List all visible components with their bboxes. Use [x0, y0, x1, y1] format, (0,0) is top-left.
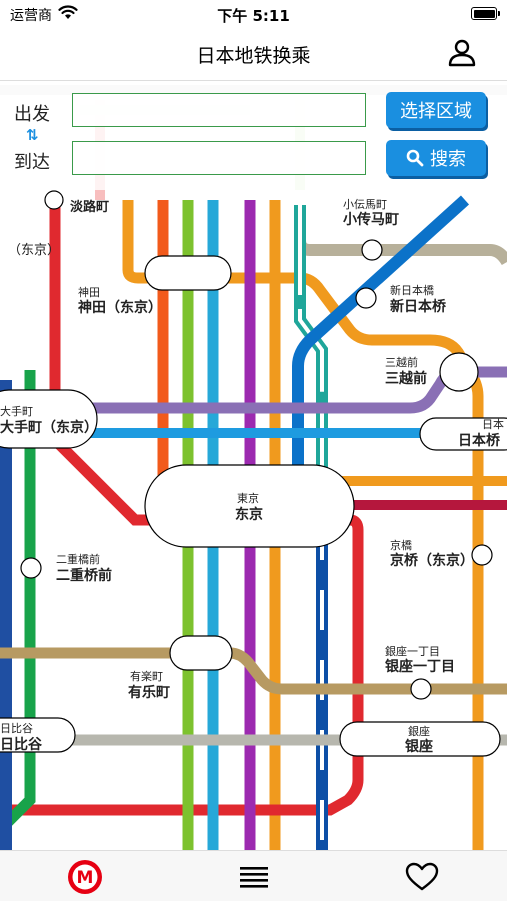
station-nihombashi-pill	[419, 417, 507, 451]
station-nijubashimae-dot	[20, 557, 42, 579]
station-hibiya-pill	[0, 717, 76, 753]
station-label: 淡路町	[70, 199, 109, 215]
station-label: 京桥（东京）	[390, 552, 474, 569]
station-label: 京橋	[390, 538, 412, 552]
metro-logo-letter: M	[77, 868, 94, 888]
station-label: 日比谷	[0, 722, 33, 735]
search-label: 搜索	[430, 149, 466, 170]
station-kodenmacho-dot	[361, 239, 383, 261]
swap-stations-icon[interactable]: ⇅	[26, 126, 39, 144]
search-button[interactable]: 搜索	[386, 140, 486, 176]
line-blue-diagonal	[292, 195, 470, 520]
tab-route-list[interactable]	[236, 859, 272, 895]
to-station-input[interactable]	[72, 141, 366, 175]
station-label: 小伝馬町	[343, 198, 387, 211]
station-label: 大手町（东京）	[0, 419, 98, 436]
station-label: 二重桥前	[56, 567, 112, 584]
line-tan	[0, 647, 507, 695]
station-kyobashi-dot	[471, 544, 493, 566]
station-label: 日本	[482, 417, 504, 431]
route-search-panel: 出发 ⇅ 到达 选择区域 搜索	[0, 80, 507, 190]
station-label: 神田	[78, 285, 100, 299]
station-label: 有楽町	[130, 669, 163, 683]
station-label: 银座	[405, 738, 433, 755]
station-label: 大手町	[0, 404, 33, 418]
station-label: 二重橋前	[56, 552, 100, 566]
heart-icon	[405, 862, 439, 891]
station-mitsukoshimae-dot	[439, 352, 479, 392]
to-label: 到达	[14, 152, 50, 173]
station-yurakucho-pill	[169, 635, 233, 671]
tab-favorites[interactable]	[404, 859, 440, 895]
station-otemachi-pill	[0, 389, 98, 449]
station-kanda-pill	[144, 255, 232, 291]
user-profile-button[interactable]	[447, 38, 477, 68]
station-label: 新日本桥	[390, 298, 447, 315]
list-icon	[240, 867, 268, 888]
line-red	[0, 200, 364, 816]
station-markers	[0, 190, 507, 757]
station-label: 銀座一丁目	[385, 644, 440, 658]
station-label: 三越前	[385, 370, 427, 387]
station-ginza-pill	[339, 721, 501, 757]
subway-map[interactable]: 淡路町 （东京） 神田 神田（东京） 小伝馬町 小传马町 新日本橋 新日本桥 三…	[0, 80, 507, 850]
station-tokyo-pill	[144, 464, 355, 548]
search-icon	[406, 149, 424, 167]
tab-metro-map[interactable]: M	[67, 859, 103, 895]
station-awajicho-dot	[44, 190, 64, 210]
status-bar: 运营商 下午 5:11	[0, 0, 507, 28]
station-label: 日比谷	[0, 736, 43, 753]
station-label: 新日本橋	[390, 283, 434, 297]
from-station-input[interactable]	[72, 93, 366, 127]
station-label: 东京	[235, 506, 263, 523]
station-label: 三越前	[385, 355, 418, 369]
wifi-icon	[58, 5, 78, 19]
status-time: 下午 5:11	[217, 7, 290, 25]
battery-icon	[471, 7, 500, 20]
station-shin-nihombashi-dot	[355, 287, 377, 309]
station-label: 小传马町	[343, 211, 399, 228]
carrier-label: 运营商	[10, 8, 52, 24]
select-area-button[interactable]: 选择区域	[386, 92, 486, 128]
page-title: 日本地铁换乘	[196, 45, 311, 67]
station-label: 神田（东京）	[78, 299, 162, 316]
station-label: 银座一丁目	[385, 658, 455, 675]
station-label: 日本桥	[458, 432, 501, 449]
station-label: 有乐町	[128, 684, 170, 701]
station-label: （东京）	[8, 243, 60, 258]
metro-logo-icon: M	[68, 860, 102, 894]
tab-bar: M	[0, 850, 507, 901]
from-label: 出发	[14, 104, 50, 125]
user-icon	[448, 39, 476, 67]
select-area-label: 选择区域	[400, 101, 472, 122]
station-ginza-itchome-dot	[410, 678, 432, 700]
station-label: 銀座	[408, 724, 430, 738]
navigation-bar: 日本地铁换乘	[0, 28, 507, 81]
station-label: 東京	[237, 491, 259, 505]
